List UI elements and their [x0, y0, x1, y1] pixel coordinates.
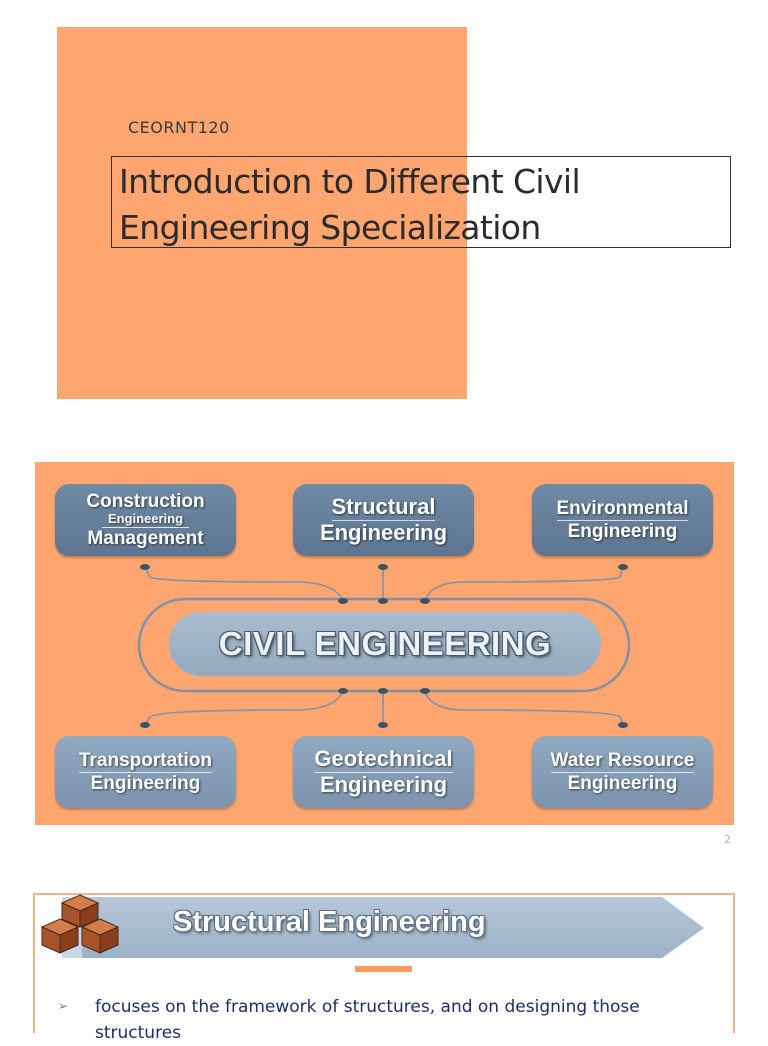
course-code: CEORNT120	[128, 118, 230, 137]
connector-lines	[137, 564, 631, 728]
boxes-icon	[40, 894, 120, 954]
node-geotechnical-engineering: Geotechnical Engineering	[293, 736, 474, 808]
node-structural-line2: Engineering	[319, 519, 448, 545]
page-number: 2	[724, 833, 731, 846]
node-structural-engineering: Structural Engineering	[293, 484, 474, 556]
title-line-2: Engineering Specialization	[119, 208, 541, 247]
accent-underline	[355, 966, 412, 972]
node-environmental-line1: Environmental	[556, 498, 689, 521]
node-construction-engineering-management: Construction Engineering Management	[55, 484, 236, 556]
bullet-arrow-icon: ➢	[58, 999, 69, 1013]
node-construction-line2: Engineering	[101, 512, 190, 528]
bullet-text: focuses on the framework of structures, …	[95, 997, 640, 1043]
node-water-line1: Water Resource	[550, 750, 695, 773]
node-environmental-line2: Engineering	[567, 520, 678, 542]
node-geotechnical-line1: Geotechnical	[314, 745, 453, 773]
title-box: Introduction to Different Civil Engineer…	[111, 156, 731, 248]
node-geotechnical-line2: Engineering	[319, 771, 448, 797]
title-slide-background	[57, 27, 467, 399]
title-line-1: Introduction to Different Civil	[119, 162, 581, 201]
node-construction-line1: Construction	[86, 490, 205, 512]
node-environmental-engineering: Environmental Engineering	[532, 484, 713, 556]
center-civil-engineering: CIVIL ENGINEERING	[169, 612, 601, 676]
slide-3-heading: Structural Engineering	[173, 906, 486, 938]
node-transportation-engineering: Transportation Engineering	[55, 736, 236, 808]
node-water-resource-engineering: Water Resource Engineering	[532, 736, 713, 808]
node-transportation-line2: Engineering	[90, 772, 201, 794]
node-transportation-line1: Transportation	[78, 750, 212, 773]
node-construction-line3: Management	[87, 527, 204, 549]
node-structural-line1: Structural	[331, 493, 436, 521]
node-water-line2: Engineering	[567, 772, 678, 794]
civil-engineering-diagram: Construction Engineering Management Stru…	[35, 462, 734, 825]
